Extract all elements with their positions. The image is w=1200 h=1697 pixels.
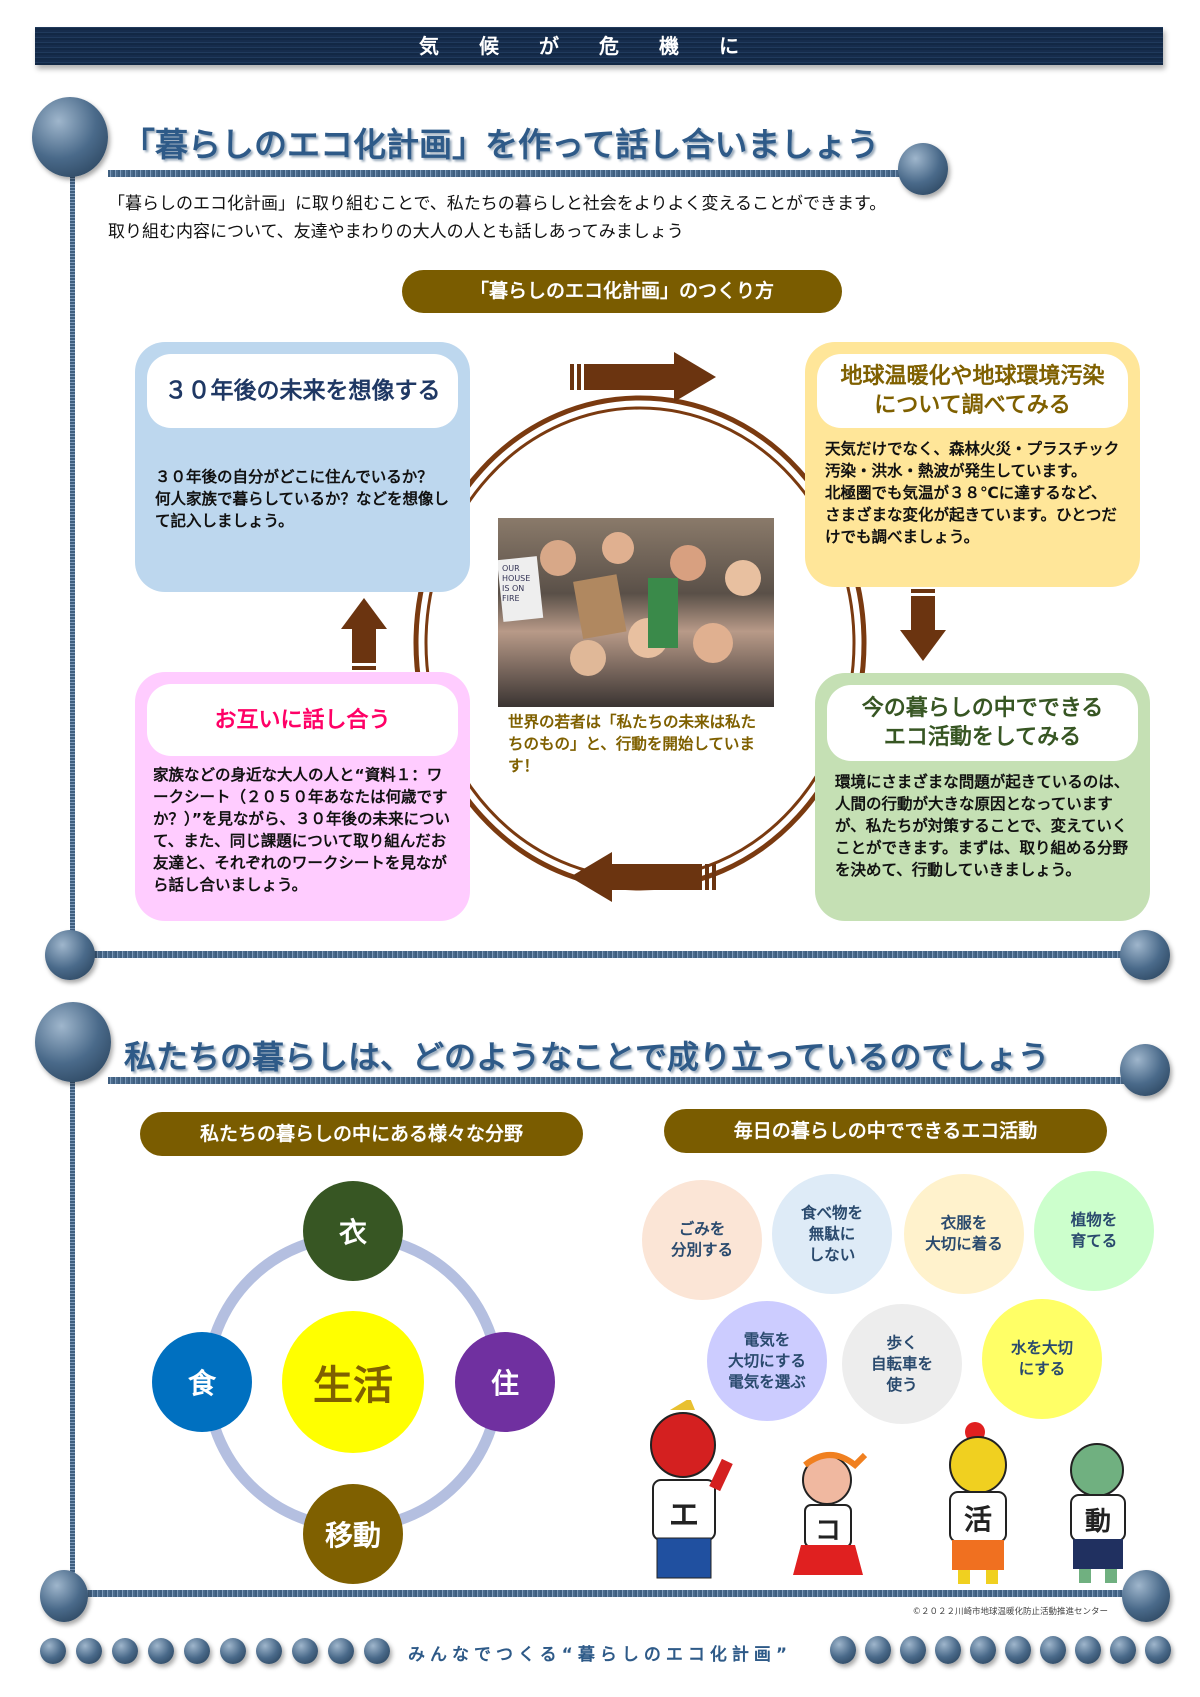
photo-caption: 世界の若者は「私たちの未来は私たちのもの」と、行動を開始しています！ [508,713,757,775]
eco-action-clothes: 衣服を 大切に着る [904,1174,1024,1294]
field-housing: 住 [455,1332,555,1432]
ornament-ball [32,97,108,177]
field-life: 生活 [282,1311,424,1453]
banner: 気候が危機に [35,27,1163,65]
mascot-ko: コ [785,1450,875,1585]
fields-pill: 私たちの暮らしの中にある様々な分野 [140,1112,583,1156]
step-title: 今の暮らしの中でできる エコ活動をしてみる [827,685,1138,761]
field-clothing: 衣 [303,1181,403,1281]
step-body: 天気だけでなく、森林火災・プラスチック汚染・洪水・熱波が発生しています。 北極圏… [825,440,1120,546]
mascot-label: 活 [963,1503,992,1536]
field-food: 食 [152,1332,252,1432]
step-research: 地球温暖化や地球環境汚染 について調べてみる 天気だけでなく、森林火災・プラスチ… [805,342,1140,587]
banner-text: 気候が危機に [419,34,779,58]
copyright: ©２０２２川崎市地球温暖化防止活動推進センター [912,1607,1108,1617]
eco-action-walk-cycle: 歩く 自転車を 使う [842,1304,962,1424]
title-underline [108,1077,1148,1084]
ornament-ball [40,1570,88,1622]
frame-line [70,1078,75,1593]
section2-title: 私たちの暮らしは、どのようなことで成り立っているのでしょう [124,1038,1050,1076]
ornament-ball [45,930,95,980]
footer-beads-left [40,1638,390,1664]
ornament-ball [1120,1044,1170,1096]
step-body: 家族などの身近な大人の人と“資料１：ワークシート（２０５０年あなたは何歳ですか？… [153,766,450,894]
protest-sign-text: OUR HOUSE IS ON FIRE [502,564,531,603]
intro-line: 取り組む内容について、友達やまわりの大人の人とも話しあってみましょう [108,222,684,242]
frame-line [70,170,75,955]
step-discuss: お互いに話し合う 家族などの身近な大人の人と“資料１：ワークシート（２０５０年あ… [135,672,470,921]
eco-action-water: 水を大切 にする [982,1299,1102,1419]
mascot-label: エ [669,1498,699,1533]
field-transport: 移動 [303,1484,403,1584]
footer-beads-right [830,1636,1171,1664]
section-divider [70,951,1145,958]
step-title: 地球温暖化や地球環境汚染 について調べてみる [817,354,1128,428]
howto-pill: 「暮らしのエコ化計画」のつくり方 [402,270,842,313]
step-eco-action: 今の暮らしの中でできる エコ活動をしてみる 環境にさまざまな問題が起きているのは… [815,673,1150,921]
eco-action-plants: 植物を 育てる [1034,1171,1154,1291]
section1-title: 「暮らしのエコ化計画」を作って話し合いましょう [122,125,880,164]
step-title: お互いに話し合う [147,684,458,756]
footer-slogan: みんなでつくる“暮らしのエコ化計画” [408,1645,793,1665]
arrow-left-icon [570,852,716,902]
mascot-e: エ [635,1398,745,1585]
step-title: ３０年後の未来を想像する [147,354,458,428]
mascot-label: 動 [1084,1507,1111,1537]
step-imagine: ３０年後の未来を想像する ３０年後の自分がどこに住んでいるか？ 何人家族で暮らし… [135,342,470,592]
arrow-down-icon [900,589,946,661]
protest-photo: OUR HOUSE IS ON FIRE [498,518,774,707]
section-divider [70,1590,1145,1597]
step-body: ３０年後の自分がどこに住んでいるか？ 何人家族で暮らしているか？などを想像して記… [155,468,450,530]
intro-line: 「暮らしのエコ化計画」に取り組むことで、私たちの暮らしと社会をよりよく変えること… [108,194,887,214]
ornament-ball [35,1002,111,1082]
eco-actions-pill: 毎日の暮らしの中でできるエコ活動 [664,1109,1107,1153]
mascot-katsu: 活 [930,1420,1030,1585]
mascot-label: コ [814,1516,841,1546]
arrow-right-icon [570,352,716,402]
ornament-ball [898,143,948,195]
mascot-dou: 動 [1055,1435,1145,1585]
eco-action-sort-waste: ごみを 分別する [642,1180,762,1300]
ornament-ball [1120,930,1170,980]
title-underline [108,170,923,177]
eco-action-electricity: 電気を 大切にする 電気を選ぶ [707,1301,827,1421]
step-body: 環境にさまざまな問題が起きているのは、人間の行動が大きな原因となっていますが、私… [835,773,1130,879]
ornament-ball [1122,1570,1170,1622]
arrow-up-icon [341,598,387,670]
eco-action-food-waste: 食べ物を 無駄に しない [772,1174,892,1294]
